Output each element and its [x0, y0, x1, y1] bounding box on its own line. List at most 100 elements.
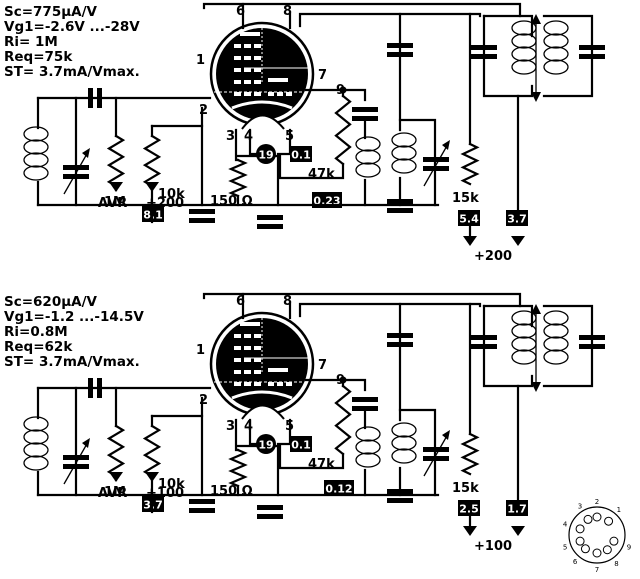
resistor-symbol	[142, 134, 162, 188]
cathode-resistor-label: 150 Ω	[210, 484, 253, 499]
plate-voltage-box-label: 5.4	[459, 213, 479, 226]
plate-resistor-label: 15k	[452, 481, 479, 496]
socket-pin-label: 2	[595, 498, 599, 506]
resistor-symbol	[106, 134, 126, 188]
capacitor-symbol	[387, 333, 413, 347]
supply-label-plate: +200	[474, 249, 512, 264]
vacuum-tube-symbol	[209, 311, 315, 420]
capacitor-symbol	[352, 397, 378, 411]
anode-voltage-box-label: 0.12	[325, 483, 352, 496]
socket-pin-hole	[609, 536, 619, 546]
supply-label-screen: +100	[146, 486, 184, 501]
heater-value-badge: 19	[256, 144, 276, 164]
arrow-down-icon	[531, 382, 541, 392]
spec-line: Req=75k	[4, 49, 73, 65]
capacitor-symbol	[189, 499, 215, 513]
pin-label-8: 8	[283, 294, 292, 309]
socket-pin-label: 3	[578, 503, 582, 511]
socket-pin-label: 6	[573, 558, 578, 566]
inductor-coil-symbol	[355, 136, 381, 178]
pin-label-6: 6	[236, 294, 245, 309]
cathode-voltage-box: 0.1	[290, 146, 312, 162]
socket-pin-hole	[604, 516, 614, 526]
supply-label-plate: +100	[474, 539, 512, 554]
spec-line: Ri= 1M	[4, 34, 58, 50]
inductor-coil-symbol	[543, 20, 569, 75]
heater-value-label: 19	[258, 149, 273, 162]
variable-capacitor-symbol	[423, 140, 450, 187]
variable-capacitor-symbol	[63, 148, 90, 195]
capacitor-symbol	[471, 45, 497, 59]
arrow-up-icon	[531, 304, 541, 314]
resistor-symbol	[142, 424, 162, 478]
cathode-voltage-box-label: 0.1	[291, 149, 311, 162]
output-voltage-box: 3.7	[506, 210, 528, 226]
pin-label-4: 4	[244, 129, 253, 144]
socket-pin-hole	[580, 544, 590, 554]
pin-label-1: 1	[196, 53, 205, 68]
capacitor-symbol	[387, 489, 413, 503]
coupling-capacitor-symbol	[88, 378, 102, 398]
spec-line: Sc=620µA/V	[4, 294, 98, 310]
spec-line: Req=62k	[4, 339, 73, 355]
supply-label-avr: AVR	[98, 196, 127, 211]
arrow-up-icon	[531, 14, 541, 24]
pin-label-3: 3	[226, 419, 235, 434]
anode-resistor-label: 47k	[308, 167, 335, 182]
spec-line: Vg1=-2.6V ...-28V	[4, 19, 140, 35]
inductor-coil-symbol	[355, 426, 381, 468]
socket-pin-label: 1	[617, 506, 621, 514]
capacitor-symbol	[352, 107, 378, 121]
cathode-voltage-box-label: 0.1	[291, 439, 311, 452]
coupling-capacitor-symbol	[88, 88, 102, 108]
plate-voltage-box: 2.5	[458, 500, 480, 516]
anode-voltage-box: 0.12	[324, 480, 354, 496]
capacitor-symbol	[579, 45, 605, 59]
variable-capacitor-symbol	[63, 438, 90, 485]
ground-arrow-icon	[145, 472, 159, 482]
ground-arrow-icon	[511, 236, 525, 246]
cathode-voltage-box: 0.1	[290, 436, 312, 452]
ground-arrow-icon	[463, 526, 477, 536]
output-voltage-box-label: 3.7	[507, 213, 527, 226]
inductor-coil-symbol	[23, 126, 49, 181]
screen-resistor-label: 10k	[158, 187, 185, 202]
variable-capacitor-symbol	[423, 430, 450, 477]
pin-label-6: 6	[236, 4, 245, 19]
resistor-symbol	[460, 432, 480, 476]
socket-pin-label: 4	[563, 520, 568, 528]
resistor-symbol	[228, 158, 248, 198]
output-voltage-box-label: 1.7	[507, 503, 527, 516]
inductor-coil-symbol	[391, 422, 417, 464]
capacitor-symbol	[387, 43, 413, 57]
socket-pin-hole	[602, 545, 612, 555]
vacuum-tube-symbol	[209, 21, 315, 130]
inductor-coil-symbol	[391, 132, 417, 174]
socket-pin-hole	[592, 512, 602, 522]
spec-line: ST= 3.7mA/Vmax.	[4, 64, 140, 80]
pin-label-3: 3	[226, 129, 235, 144]
ground-arrow-icon	[109, 472, 123, 482]
grid-resistor-label: 1M	[104, 485, 126, 500]
socket-pin-hole	[575, 524, 585, 534]
heater-value-label: 19	[258, 439, 273, 452]
socket-pin-hole	[583, 514, 593, 524]
grid-resistor-label: 1M	[104, 195, 126, 210]
screen-resistor-label: 10k	[158, 477, 185, 492]
resistor-symbol	[334, 384, 352, 456]
spec-line: Ri=0.8M	[4, 324, 68, 340]
resistor-symbol	[228, 448, 248, 488]
pin-label-7: 7	[318, 358, 327, 373]
socket-pin-label: 9	[627, 544, 631, 552]
ground-arrow-icon	[109, 182, 123, 192]
heater-value-badge: 19	[256, 434, 276, 454]
socket-pin-label: 7	[595, 566, 599, 574]
capacitor-symbol	[387, 199, 413, 213]
